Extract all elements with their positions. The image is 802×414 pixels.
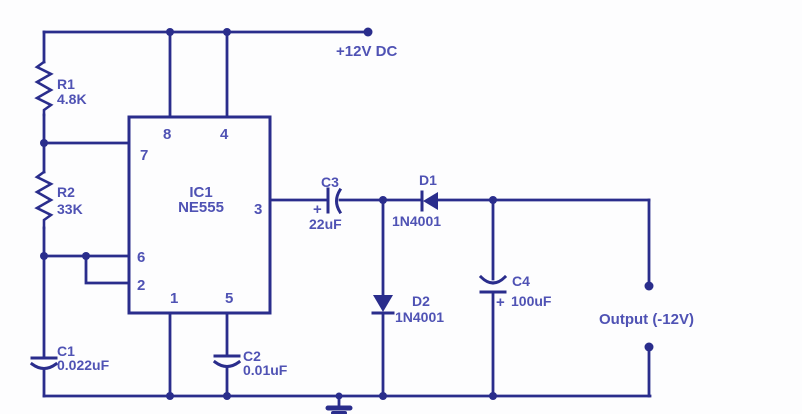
r1-value: 4.8K [57,91,87,107]
ic1-pin8-label: 8 [163,126,171,143]
junction-dot [223,392,231,400]
d1-value: 1N4001 [392,213,441,229]
ic1-pin4-label: 4 [220,126,229,143]
resistor-r2-symbol [34,170,54,230]
r2-ref: R2 [57,184,75,200]
junction-dot [223,28,231,36]
c1-value: 0.022uF [57,357,110,373]
junction-dot [166,28,174,36]
wire-pin2-jog [84,254,131,285]
output-terminal-dot-bottom [644,342,654,352]
junction-dot [335,392,343,400]
ic1-pin5-label: 5 [225,290,233,307]
ic1-pin7-label: 7 [140,147,148,164]
c2-value: 0.01uF [243,362,288,378]
ic1-pin1-label: 1 [170,290,178,307]
output-label: Output (-12V) [599,311,694,328]
c3-value: 22uF [309,216,342,232]
junction-dot [40,139,48,147]
capacitor-c3-plate-curved [335,187,343,215]
ic1-ref: IC1 [189,184,212,201]
c1-ref: C1 [57,343,75,359]
c3-polarity-plus: + [313,201,322,218]
ic1-pin3-label: 3 [254,201,262,218]
r2-value: 33K [57,201,83,217]
capacitor-c4-plate-curved [478,274,508,285]
ic1-pin6-label: 6 [137,249,145,266]
ic1-body [127,115,272,315]
junction-dot [489,392,497,400]
c3-ref: C3 [321,174,339,190]
ic1-pin2-label: 2 [137,277,145,294]
c2-ref: C2 [243,348,261,364]
resistor-r1-symbol [34,60,54,117]
junction-dot [379,196,387,204]
diode-d1-symbol [423,192,438,210]
supply-terminal-dot [363,27,373,37]
junction-dot [82,252,90,260]
d2-value: 1N4001 [395,309,444,325]
c4-value: 100uF [511,293,552,309]
d2-ref: D2 [412,293,430,309]
ic1-part: NE555 [178,199,224,216]
diode-d2-symbol [373,295,393,312]
junction-dot [166,392,174,400]
junction-dot [489,196,497,204]
r1-ref: R1 [57,76,75,92]
junction-dot [40,252,48,260]
c4-ref: C4 [512,273,530,289]
output-terminal-dot-top [644,281,654,291]
d1-ref: D1 [419,172,437,188]
supply-label: +12V DC [336,43,397,60]
c4-polarity-plus: + [496,294,505,311]
junction-dot [379,392,387,400]
